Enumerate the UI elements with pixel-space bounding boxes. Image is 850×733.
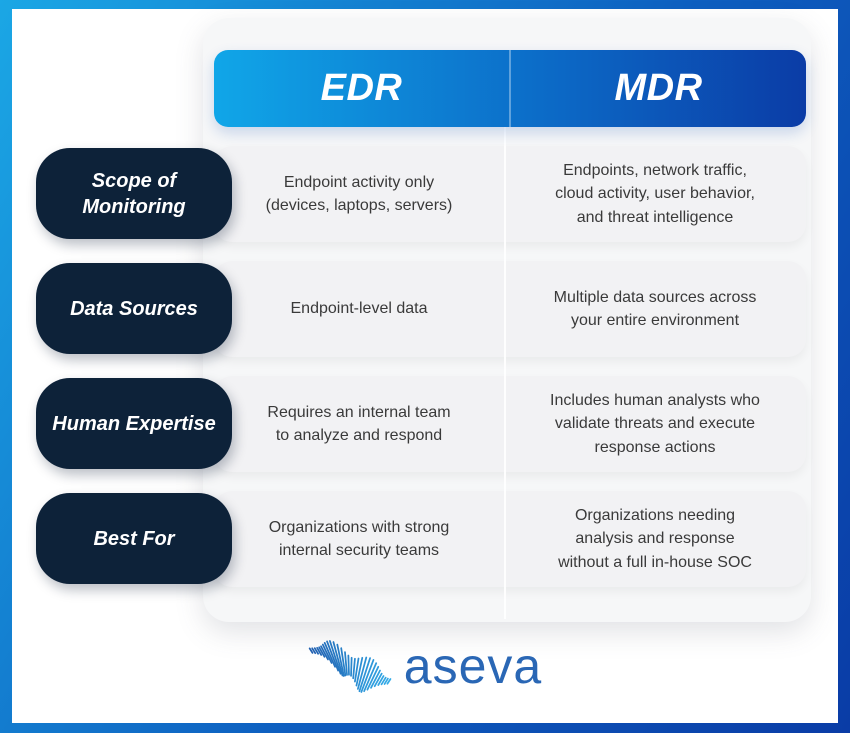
brand-name: aseva (403, 638, 543, 694)
row-label-scope-of-monitoring: Scope of Monitoring (36, 148, 232, 239)
column-divider-line (504, 127, 506, 619)
row-label-best-for: Best For (36, 493, 232, 584)
row-label-data-sources: Data Sources (36, 263, 232, 354)
cell-mdr-scope: Endpoints, network traffic, cloud activi… (555, 162, 755, 226)
cell-mdr-best-for: Organizations needing analysis and respo… (558, 507, 752, 571)
wave-icon (308, 629, 392, 708)
table-row: Organizations with strong internal secur… (214, 491, 806, 587)
table-row: Requires an internal team to analyze and… (214, 376, 806, 472)
row-label-human-expertise: Human Expertise (36, 378, 232, 469)
cell-mdr-human-expertise: Includes human analysts who validate thr… (550, 392, 760, 456)
cell-edr-data-sources: Endpoint-level data (290, 300, 428, 318)
table-row: Endpoint-level data Multiple data source… (214, 261, 806, 357)
header-edr: EDR (320, 67, 403, 109)
cell-edr-scope: Endpoint activity only (devices, laptops… (265, 173, 453, 214)
header-mdr: MDR (614, 67, 703, 109)
cell-mdr-data-sources: Multiple data sources across your entire… (553, 288, 757, 329)
cell-edr-best-for: Organizations with strong internal secur… (268, 518, 450, 559)
table-row: Endpoint activity only (devices, laptops… (214, 146, 806, 242)
cell-edr-human-expertise: Requires an internal team to analyze and… (267, 403, 451, 444)
table-header: EDR MDR (214, 50, 806, 127)
header-divider (509, 50, 511, 127)
brand-logo: aseva (0, 630, 850, 706)
